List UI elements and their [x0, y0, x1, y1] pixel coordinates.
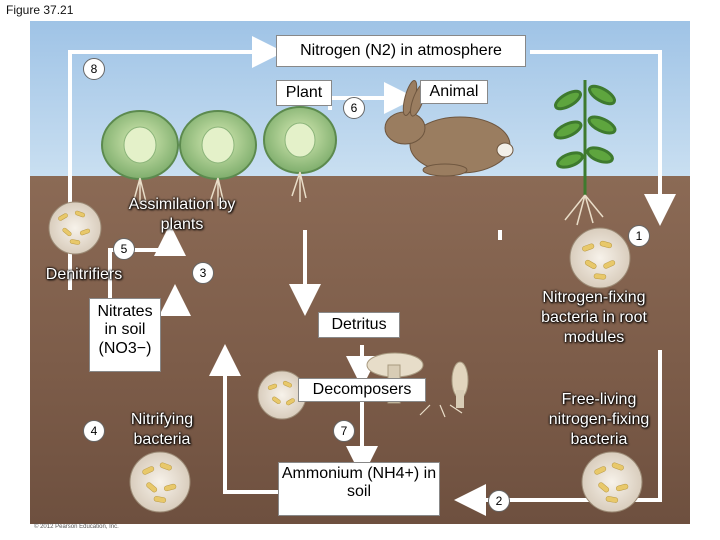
animal-box: Animal — [420, 80, 488, 104]
step-number-8: 8 — [83, 58, 105, 80]
animal-label: Animal — [430, 83, 479, 100]
atmosphere-label: Nitrogen (N2) in atmosphere — [300, 42, 502, 59]
step-number-3: 3 — [192, 262, 214, 284]
nitrifying-label: Nitrifying bacteria — [117, 410, 207, 450]
step-number-6: 6 — [343, 97, 365, 119]
step-number-2: 2 — [488, 490, 510, 512]
detritus-box: Detritus — [318, 312, 400, 338]
bacteria-denitrifiers — [49, 202, 101, 254]
plant-label: Plant — [286, 84, 322, 101]
copyright-notice: © 2012 Pearson Education, Inc. — [34, 524, 119, 530]
plant-box: Plant — [276, 80, 332, 106]
bacteria-free-living — [582, 452, 642, 512]
step-number-7: 7 — [333, 420, 355, 442]
step-number-1: 1 — [628, 225, 650, 247]
nitrogen-fixing-root-label: Nitrogen-fixing bacteria in root modules — [528, 288, 660, 348]
arrow-plant-animal — [330, 98, 400, 110]
atmosphere-box: Nitrogen (N2) in atmosphere — [276, 35, 526, 67]
detritus-label: Detritus — [331, 316, 386, 333]
ammonium-label: Ammonium (NH4+) in soil — [282, 465, 436, 500]
free-living-label: Free-living nitrogen-fixing bacteria — [534, 390, 664, 450]
nitrates-box: Nitrates in soil (NO3−) — [89, 298, 161, 372]
bacteria-nitrifying — [130, 452, 190, 512]
assimilation-label: Assimilation by plants — [122, 195, 242, 235]
arrow-fixation-root — [530, 52, 660, 210]
decomposers-label: Decomposers — [313, 381, 412, 398]
decomposers-box: Decomposers — [298, 378, 426, 402]
ammonium-box: Ammonium (NH4+) in soil — [278, 462, 440, 516]
step-number-5: 5 — [113, 238, 135, 260]
bacteria-root-nodules — [570, 228, 630, 288]
denitrifiers-label: Denitrifiers — [34, 265, 134, 285]
legume-plant — [553, 80, 617, 225]
nitrates-label: Nitrates in soil (NO3−) — [97, 303, 152, 357]
cabbage-plants — [102, 107, 336, 206]
step-number-4: 4 — [83, 420, 105, 442]
